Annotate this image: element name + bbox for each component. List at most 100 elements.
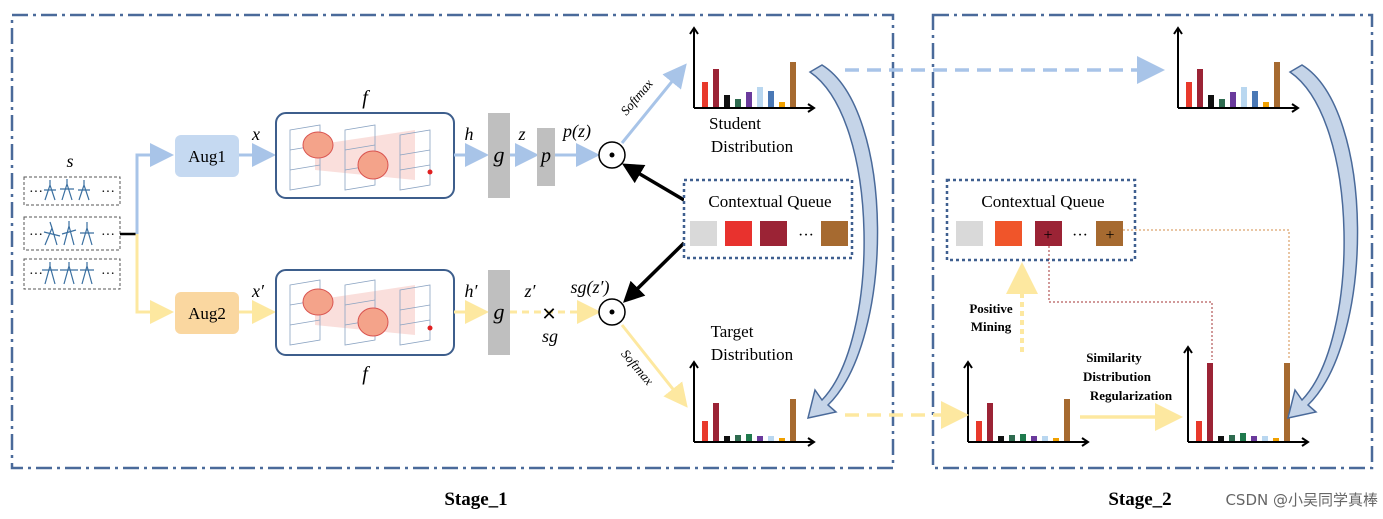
softmax-top-label: Softmax	[617, 76, 656, 118]
g-top-label: g	[494, 142, 505, 167]
chart-bar	[746, 92, 752, 107]
skeleton-seq-3	[23, 258, 121, 290]
stage2-frame	[931, 13, 1374, 470]
z-prime-label: z′	[524, 281, 537, 301]
queue2-ellipsis: ···	[1072, 227, 1088, 244]
chart-bar	[1020, 434, 1026, 441]
chart-bar	[1208, 95, 1214, 107]
svg-text:···: ···	[29, 267, 43, 282]
aug1-box	[175, 135, 239, 177]
target-distribution-chart	[689, 360, 816, 447]
chart-bar	[1218, 436, 1224, 441]
chart-bar	[1053, 438, 1059, 441]
x-prime-label: x′	[251, 281, 265, 301]
g-top-block	[488, 113, 510, 198]
skeleton-seq-1	[23, 176, 121, 206]
aug2-label: Aug2	[188, 304, 226, 323]
f-bottom-label: f	[362, 363, 370, 385]
chart-bar	[702, 421, 708, 441]
p-label: p	[539, 145, 551, 167]
chart-axis-arrow-y	[963, 360, 973, 369]
chart-bar	[1241, 87, 1247, 107]
chart-axis-arrow-x	[1081, 437, 1090, 447]
chart-bar	[1031, 436, 1037, 441]
chart-axis-arrow-y	[1183, 345, 1193, 354]
chart-bar	[1042, 436, 1048, 441]
queue1-ellipsis: ···	[798, 227, 814, 244]
regularized-distribution-chart	[1183, 345, 1310, 447]
h-label: h	[465, 124, 474, 144]
chart-axis-arrow-y	[1173, 26, 1183, 35]
chart-axes	[1177, 28, 1298, 109]
chart-bar	[1273, 438, 1279, 441]
chart-bar	[779, 102, 785, 107]
cross-mark: ✕	[541, 304, 556, 324]
softmax-bottom-label: Softmax	[618, 346, 657, 388]
chart-bar	[735, 435, 741, 441]
p-block	[537, 128, 555, 186]
chart-bar	[757, 87, 763, 107]
sdr-label-1: Similarity	[1086, 350, 1142, 365]
positive-mining-label-1: Positive	[969, 301, 1013, 316]
chart-bar	[1230, 92, 1236, 107]
z-label: z	[517, 124, 525, 144]
input-sequence-group: s ··· ··· ··· ··· ··· ···	[23, 151, 121, 290]
student-distribution-chart-stage2	[1173, 26, 1300, 113]
chart-bar	[702, 82, 708, 107]
student-label-2: Distribution	[711, 137, 794, 156]
svg-text:···: ···	[101, 267, 115, 282]
queue2-plus-2: +	[1105, 227, 1114, 244]
chart-axis-arrow-x	[1301, 437, 1310, 447]
yellow-branch-arrow	[135, 234, 174, 324]
student-distribution-chart	[689, 26, 816, 113]
chart-axes	[1187, 347, 1308, 443]
chart-bar	[1263, 102, 1269, 107]
h-prime-label: h′	[465, 281, 479, 301]
chart-axis-arrow-y	[689, 26, 699, 35]
pz-label: p(z)	[561, 121, 591, 142]
chart-bar	[779, 438, 785, 441]
chart-bar	[987, 403, 993, 441]
queue1-title: Contextual Queue	[708, 192, 831, 211]
curved-arrow-stage1	[806, 64, 879, 419]
g-bottom-block	[488, 270, 510, 355]
chart-bar	[1240, 433, 1246, 441]
chart-axes	[693, 28, 814, 109]
chart-axis-arrow-y	[689, 360, 699, 369]
chart-bar	[976, 421, 982, 441]
chart-bar	[1262, 436, 1268, 441]
chart-axis-arrow-x	[807, 103, 816, 113]
target-label-2: Distribution	[711, 345, 794, 364]
watermark: CSDN @小吴同学真棒	[1225, 491, 1378, 509]
aug1-label: Aug1	[188, 147, 226, 166]
sgz-label: sg(z′)	[571, 277, 610, 298]
encoder-f-bottom: f	[275, 269, 455, 385]
chart-bar	[1064, 399, 1070, 441]
aug2-box	[175, 292, 239, 334]
g-bottom-label: g	[494, 299, 505, 324]
chart-bar	[1009, 435, 1015, 441]
stage2-label: Stage_2	[1108, 489, 1171, 510]
chart-bar	[790, 399, 796, 441]
chart-bar	[1207, 363, 1213, 441]
input-label: s	[66, 151, 73, 171]
target-label-1: Target	[711, 322, 754, 341]
stage1-label: Stage_1	[444, 489, 507, 510]
chart-bar	[1196, 421, 1202, 441]
chart-axis-arrow-x	[807, 437, 816, 447]
chart-bar	[768, 436, 774, 441]
curved-arrow-stage2	[1286, 64, 1359, 419]
chart-bar	[998, 436, 1004, 441]
red-dotted-link	[1048, 246, 1213, 360]
chart-bar	[713, 69, 719, 107]
queue2-title: Contextual Queue	[981, 192, 1104, 211]
contextual-queue-1: Contextual Queue ···	[682, 178, 854, 260]
encoder-f-top: f	[275, 87, 455, 199]
positive-mining-label-2: Mining	[971, 319, 1012, 334]
target-distribution-chart-stage2	[963, 360, 1090, 447]
chart-bar	[1284, 363, 1290, 441]
chart-bar	[724, 436, 730, 441]
f-top-label: f	[362, 87, 370, 109]
chart-bar	[1186, 82, 1192, 107]
